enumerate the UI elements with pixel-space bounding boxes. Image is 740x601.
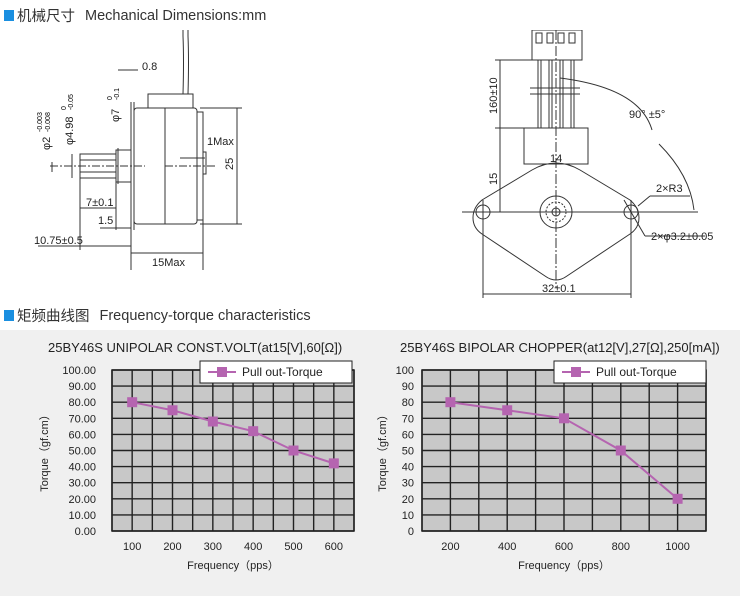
chart-1-y-tick-label: 60.00 (68, 429, 96, 441)
blue-square-icon (4, 310, 14, 321)
chart-1-data-point (288, 445, 299, 456)
chart-2-x-tick-label: 1000 (665, 541, 689, 553)
chart-1-y-tick-label: 70.00 (68, 413, 96, 425)
chart-1-data-point (127, 397, 138, 408)
chart-1-y-tick-label: 90.00 (68, 381, 96, 393)
dim-hole-span: 32±0.1 (542, 283, 576, 295)
dim-boss-tol-lower: -0.1 (114, 88, 121, 100)
chart-2-y-tick-label: 30 (402, 478, 414, 490)
dim-top: 15 (488, 173, 500, 185)
dim-width-top: 14 (550, 153, 562, 165)
dim-boss-dia: φ7 (110, 109, 122, 122)
dim-body-len: 15Max (152, 257, 186, 269)
chart-1-data-point (207, 416, 218, 427)
chart-2-y-tick-label: 10 (402, 510, 414, 522)
header-cn-text: 矩频曲线图 (17, 309, 90, 325)
chart-2-data-point (502, 405, 513, 416)
chart-2-y-tick-label: 40 (402, 462, 414, 474)
chart-1-y-tick-label: 100.00 (62, 365, 96, 377)
side-view-drawing (38, 30, 242, 270)
chart-2-y-tick-label: 100 (396, 365, 414, 377)
chart-1-title: 25BY46S UNIPOLAR CONST.VOLT(at15[V],60[Ω… (48, 340, 343, 355)
chart-1-legend-label: Pull out-Torque (242, 365, 323, 379)
chart-1-legend-box (199, 360, 353, 384)
dim-boss-tol-upper: 0 (107, 96, 114, 100)
chart-1-y-tick-label: 0.00 (75, 526, 96, 538)
chart-2-legend-marker-icon (571, 367, 581, 377)
chart-2-y-tick-label: 70 (402, 413, 414, 425)
chart-1-y-tick-label: 10.00 (68, 510, 96, 522)
dim-shaft-tol-lower: -0.008 (45, 112, 52, 132)
chart-1-x-tick-label: 400 (244, 541, 262, 553)
front-view-labels: 160±10 90° ±5° 15 14 2×R3 2×φ3.2±0.05 32… (488, 77, 713, 295)
mechanical-drawings: 0.8 1Max 25 7±0.1 1.5 10.75±0.5 15Max φ2… (34, 30, 713, 298)
chart-2-y-axis-label: Torque（gf.cm） (376, 409, 389, 492)
chart-1-series-line (131, 401, 335, 465)
chart-2-legend-box (553, 360, 707, 384)
chart-1-y-tick-label: 40.00 (68, 462, 96, 474)
chart-2-title: 25BY46S BIPOLAR CHOPPER(at12[V],27[Ω],25… (400, 340, 720, 355)
chart-1-x-tick-label: 500 (284, 541, 302, 553)
chart-2-y-tick-label: 90 (402, 381, 414, 393)
dim-gear-len: 7±0.1 (86, 197, 113, 209)
chart-1-data-point (167, 405, 178, 416)
chart-1-y-tick-label: 20.00 (68, 494, 96, 506)
dim-boss-len: 1.5 (98, 215, 113, 227)
dim-angle: 90° ±5° (629, 109, 665, 121)
chart-1-x-tick-label: 200 (163, 541, 181, 553)
chart-1-y-tick-label: 80.00 (68, 397, 96, 409)
chart-1-y-tick-label: 30.00 (68, 478, 96, 490)
chart-1-x-tick-label: 100 (123, 541, 141, 553)
front-view-drawing (462, 30, 705, 298)
chart-2-y-tick-label: 80 (402, 397, 414, 409)
chart-1-legend-marker-icon (217, 367, 227, 377)
dim-gear-tol-upper: 0 (61, 106, 68, 110)
chart-1-x-axis-label: Frequency（pps） (187, 559, 279, 572)
chart-1-y-axis-label: Torque（gf.cm） (38, 409, 51, 492)
chart-1-data-point (248, 426, 259, 437)
dim-radius: 2×R3 (656, 183, 683, 195)
dim-height: 25 (224, 158, 236, 170)
frequency-torque-header: 矩频曲线图 Frequency-torque characteristics (4, 305, 311, 326)
chart-2-x-tick-label: 400 (498, 541, 516, 553)
dim-shaft-dia: φ2 (41, 137, 53, 150)
header-cn-text: 机械尺寸 (17, 9, 75, 25)
chart-2-x-tick-label: 200 (441, 541, 459, 553)
chart-2-data-point (672, 493, 683, 504)
chart-2-x-axis-label: Frequency（pps） (518, 559, 610, 572)
chart-2-legend-label: Pull out-Torque (596, 365, 677, 379)
dim-gear-tol-lower: -0.05 (68, 94, 75, 110)
chart-2-y-tick-label: 20 (402, 494, 414, 506)
charts-svg: 0.00 10.00 20.00 30.00 40.00 50.00 60.00 70.00 8… (38, 360, 707, 572)
chart-1-x-tick-label: 600 (325, 541, 343, 553)
chart-2-y-tick-label: 0 (408, 526, 414, 538)
chart-1-x-tick-label: 300 (204, 541, 222, 553)
chart-2-data-point (445, 397, 456, 408)
dim-lead: 160±10 (488, 77, 500, 114)
chart-panel: 25BY46S UNIPOLAR CONST.VOLT(at15[V],60[Ω… (0, 330, 740, 596)
chart-2-y-tick-label: 60 (402, 429, 414, 441)
header-en-text: Frequency-torque characteristics (99, 307, 311, 324)
chart-2-x-tick-label: 800 (612, 541, 630, 553)
chart-1-y-tick-label: 50.00 (68, 446, 96, 458)
blue-square-icon (4, 10, 14, 21)
dim-flange: 0.8 (142, 61, 157, 73)
chart-2-data-point (615, 445, 626, 456)
dim-shaft-tol-upper: -0.003 (37, 112, 44, 132)
dim-rear-max: 1Max (207, 136, 234, 148)
mechanical-dimensions-header: 机械尺寸 Mechanical Dimensions:mm (4, 5, 266, 26)
chart-1-data-point (328, 458, 339, 469)
chart-2-data-point (559, 413, 569, 424)
dim-shaft-len: 10.75±0.5 (34, 235, 83, 247)
side-view-labels: 0.8 1Max 25 7±0.1 1.5 10.75±0.5 15Max φ2… (34, 61, 236, 269)
dim-holes: 2×φ3.2±0.05 (651, 231, 713, 243)
header-en-text: Mechanical Dimensions:mm (85, 7, 267, 24)
chart-2-x-tick-label: 600 (555, 541, 573, 553)
chart-2-y-tick-label: 50 (402, 446, 414, 458)
dim-gear-dia: φ4.98 (64, 116, 76, 145)
